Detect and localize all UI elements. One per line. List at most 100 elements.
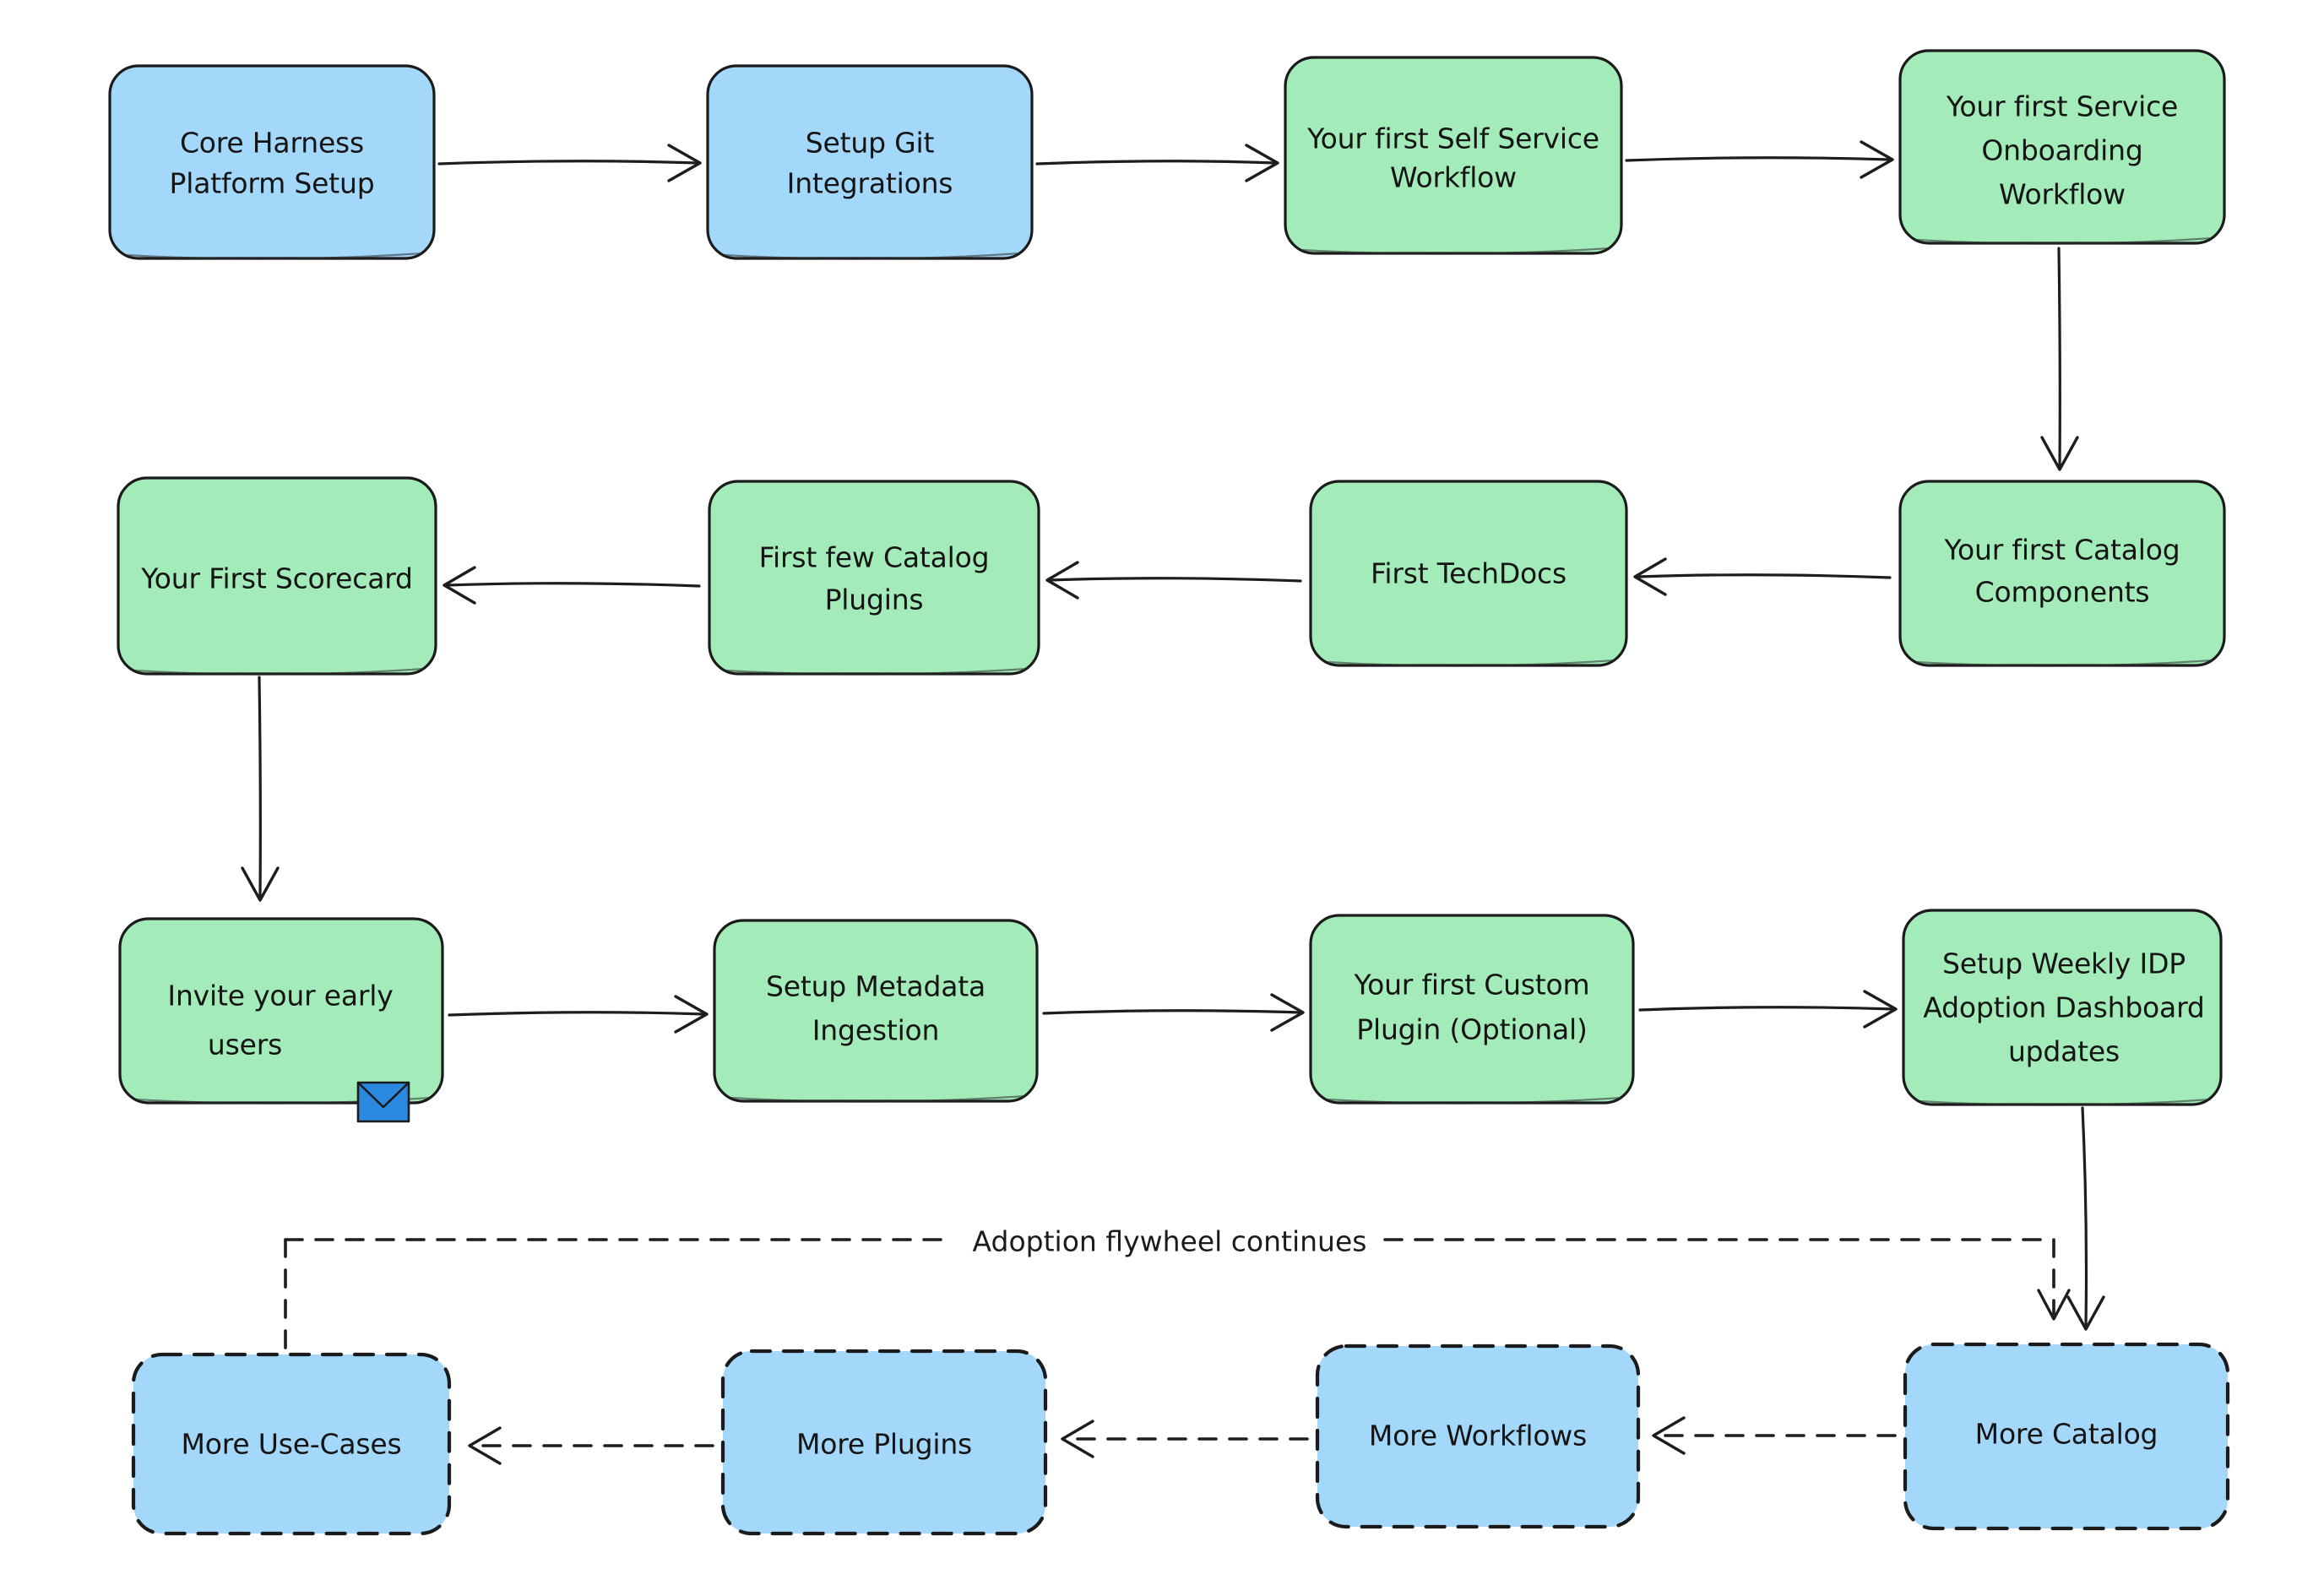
arrowhead [1045, 561, 1079, 600]
node-label-line: Onboarding [1981, 134, 2142, 167]
node-setup-metadata-ingestion[interactable]: Setup Metadata Ingestion [713, 919, 1039, 1103]
node-more-plugins[interactable]: More Plugins [720, 1349, 1048, 1536]
arrowhead [667, 144, 702, 182]
node-label-line: First TechDocs [1371, 557, 1567, 590]
edge-core-to-git [437, 144, 702, 182]
node-shape [708, 480, 1040, 676]
node-core-harness-platform-setup[interactable]: Core Harness Platform Setup [108, 64, 436, 260]
node-label-line: Your First Scorecard [140, 562, 413, 595]
node-label-line: users [208, 1029, 282, 1061]
sketch-shadow [1916, 659, 2213, 667]
node-your-first-service-onboarding-workflow[interactable]: Your first Service Onboarding Workflow [1898, 49, 2226, 245]
node-label-line: More Plugins [796, 1428, 972, 1461]
sketch-shadow [1301, 247, 1610, 255]
node-shape [1898, 480, 2226, 667]
node-more-use-cases[interactable]: More Use-Cases [131, 1352, 452, 1536]
sketch-shadow [730, 1094, 1026, 1103]
node-label-line: Components [1975, 576, 2150, 609]
sketch-shadow [1916, 236, 2213, 245]
node-shape [1309, 914, 1635, 1105]
node-your-first-self-service-workflow[interactable]: Your first Self Service Workflow [1284, 56, 1623, 255]
arrowhead [2066, 1295, 2105, 1331]
edge-line [1625, 156, 1892, 162]
node-shape [720, 1349, 1048, 1536]
edge-line [1638, 1006, 1895, 1012]
edge-line [1035, 160, 1277, 166]
node-label-line: Adoption Dashboard [1923, 991, 2204, 1024]
edge-catalog-plugins-to-scorecard [443, 566, 701, 605]
sketch-shadow [134, 667, 425, 676]
node-label-line: Invite your early [167, 980, 393, 1012]
sketch-shadow [126, 252, 423, 260]
node-shape [1315, 1344, 1641, 1529]
node-label-line: Plugins [825, 584, 924, 616]
node-label-line: More Workflows [1369, 1420, 1587, 1452]
node-your-first-catalog-components[interactable]: Your first Catalog Components [1898, 480, 2226, 667]
edge-line [2081, 1106, 2088, 1327]
node-setup-git-integrations[interactable]: Setup Git Integrations [706, 64, 1034, 260]
arrowhead [674, 995, 709, 1034]
envelope-body [356, 1081, 410, 1123]
node-label-line: Your first Catalog [1943, 534, 2180, 567]
edge-line [2057, 247, 2061, 468]
node-your-first-custom-plugin[interactable]: Your first Custom Plugin (Optional) [1309, 914, 1635, 1105]
edge-catalog-components-to-techdocs [1633, 557, 1892, 596]
edge-scorecard-to-invite-users [241, 676, 280, 902]
arrowhead [1652, 1416, 1686, 1455]
edge-line [437, 160, 699, 166]
node-more-workflows[interactable]: More Workflows [1315, 1344, 1641, 1529]
edge-line [448, 1011, 706, 1017]
node-label-line: More Catalog [1975, 1418, 2158, 1451]
flywheel-label: Adoption flywheel continues [973, 1225, 1367, 1258]
arrowhead [1245, 144, 1279, 182]
edge-onboarding-to-catalog-components [2040, 247, 2079, 471]
node-label-line: More Use-Cases [181, 1428, 401, 1461]
node-first-techdocs[interactable]: First TechDocs [1309, 480, 1628, 667]
node-your-first-scorecard[interactable]: Your First Scorecard [117, 476, 437, 676]
edge-flywheel-loop: Adoption flywheel continues [284, 1225, 2071, 1351]
node-shape [1903, 1342, 2230, 1531]
node-shape [713, 919, 1039, 1103]
node-first-few-catalog-plugins[interactable]: First few Catalog Plugins [708, 480, 1040, 676]
edge-line [258, 676, 262, 898]
node-label-line: Your first Custom [1354, 969, 1590, 1002]
arrowhead [443, 566, 476, 605]
node-shape [131, 1352, 452, 1536]
node-setup-weekly-idp-adoption-dashboard-updates[interactable]: Setup Weekly IDP Adoption Dashboard upda… [1902, 909, 2223, 1106]
sketch-shadow [724, 252, 1021, 260]
edge-custom-plugin-to-dashboard [1638, 990, 1898, 1029]
node-label-line: Setup Metadata [766, 970, 986, 1003]
node-label-line: Setup Git [806, 127, 935, 160]
node-label-line: Core Harness [180, 127, 364, 160]
node-label-line: Setup Weekly IDP [1942, 947, 2186, 980]
edge-techdocs-to-catalog-plugins [1045, 561, 1302, 600]
arrowhead [2037, 1289, 2071, 1321]
edge-more-catalog-to-more-workflows [1652, 1416, 1897, 1455]
edge-invite-users-to-metadata [448, 995, 709, 1034]
node-label-line: Platform Setup [170, 167, 375, 200]
node-label-line: Workflow [1390, 161, 1517, 194]
edge-self-service-to-onboarding [1625, 140, 1894, 179]
arrowhead [468, 1426, 502, 1465]
sketch-shadow [1919, 1098, 2212, 1106]
node-label-line: Workflow [1999, 178, 2126, 211]
arrowhead [1863, 990, 1898, 1029]
node-shape [1284, 56, 1623, 255]
edge-dashboard-to-more-catalog [2066, 1106, 2105, 1331]
node-label-line: Your first Self Service [1306, 122, 1599, 155]
edge-line [1042, 1009, 1302, 1015]
arrowhead [1061, 1420, 1094, 1458]
arrowhead [2040, 436, 2079, 471]
node-label-line: Ingestion [812, 1014, 940, 1047]
edge-git-to-self-service [1035, 144, 1279, 182]
node-invite-your-early-users[interactable]: Invite your early users [118, 917, 444, 1123]
edge-more-plugins-to-more-use-cases [468, 1426, 714, 1465]
edge-line [446, 582, 701, 588]
sketch-shadow [1327, 1096, 1622, 1105]
node-label-line: First few Catalog [759, 541, 990, 574]
node-shape [108, 64, 436, 260]
node-more-catalog[interactable]: More Catalog [1903, 1342, 2230, 1531]
node-label-line: Your first Service [1946, 90, 2178, 123]
